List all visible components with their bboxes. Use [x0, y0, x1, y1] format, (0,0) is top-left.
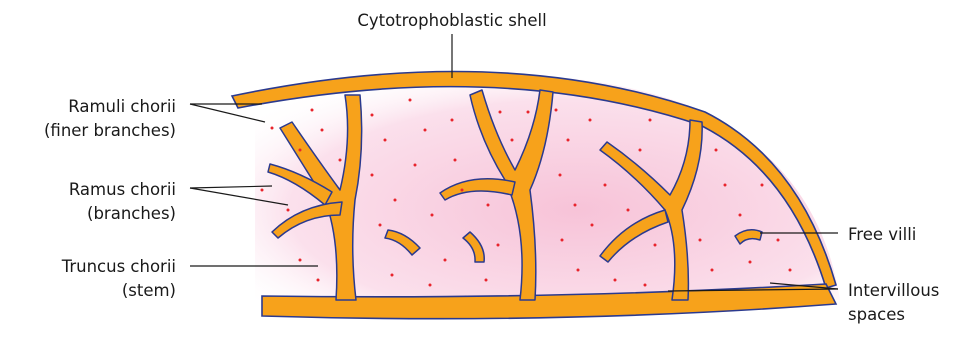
label-ramus-chorii: Ramus chorii — [69, 180, 176, 199]
label-truncus-chorii: Truncus chorii — [61, 257, 176, 276]
label-ramuli-chorii: Ramuli chorii — [68, 97, 176, 116]
label-cytotrophoblastic-shell: Cytotrophoblastic shell — [357, 11, 546, 30]
label-free-villi: Free villi — [848, 225, 916, 244]
label-truncus-chorii-sub: (stem) — [122, 281, 176, 300]
leader-ramuli-2 — [190, 104, 265, 122]
label-ramus-chorii-sub: (branches) — [87, 204, 176, 223]
label-intervillous-spaces: Intervillous — [848, 281, 939, 300]
label-ramuli-chorii-sub: (finer branches) — [44, 121, 176, 140]
label-intervillous-spaces-sub: spaces — [848, 305, 905, 324]
